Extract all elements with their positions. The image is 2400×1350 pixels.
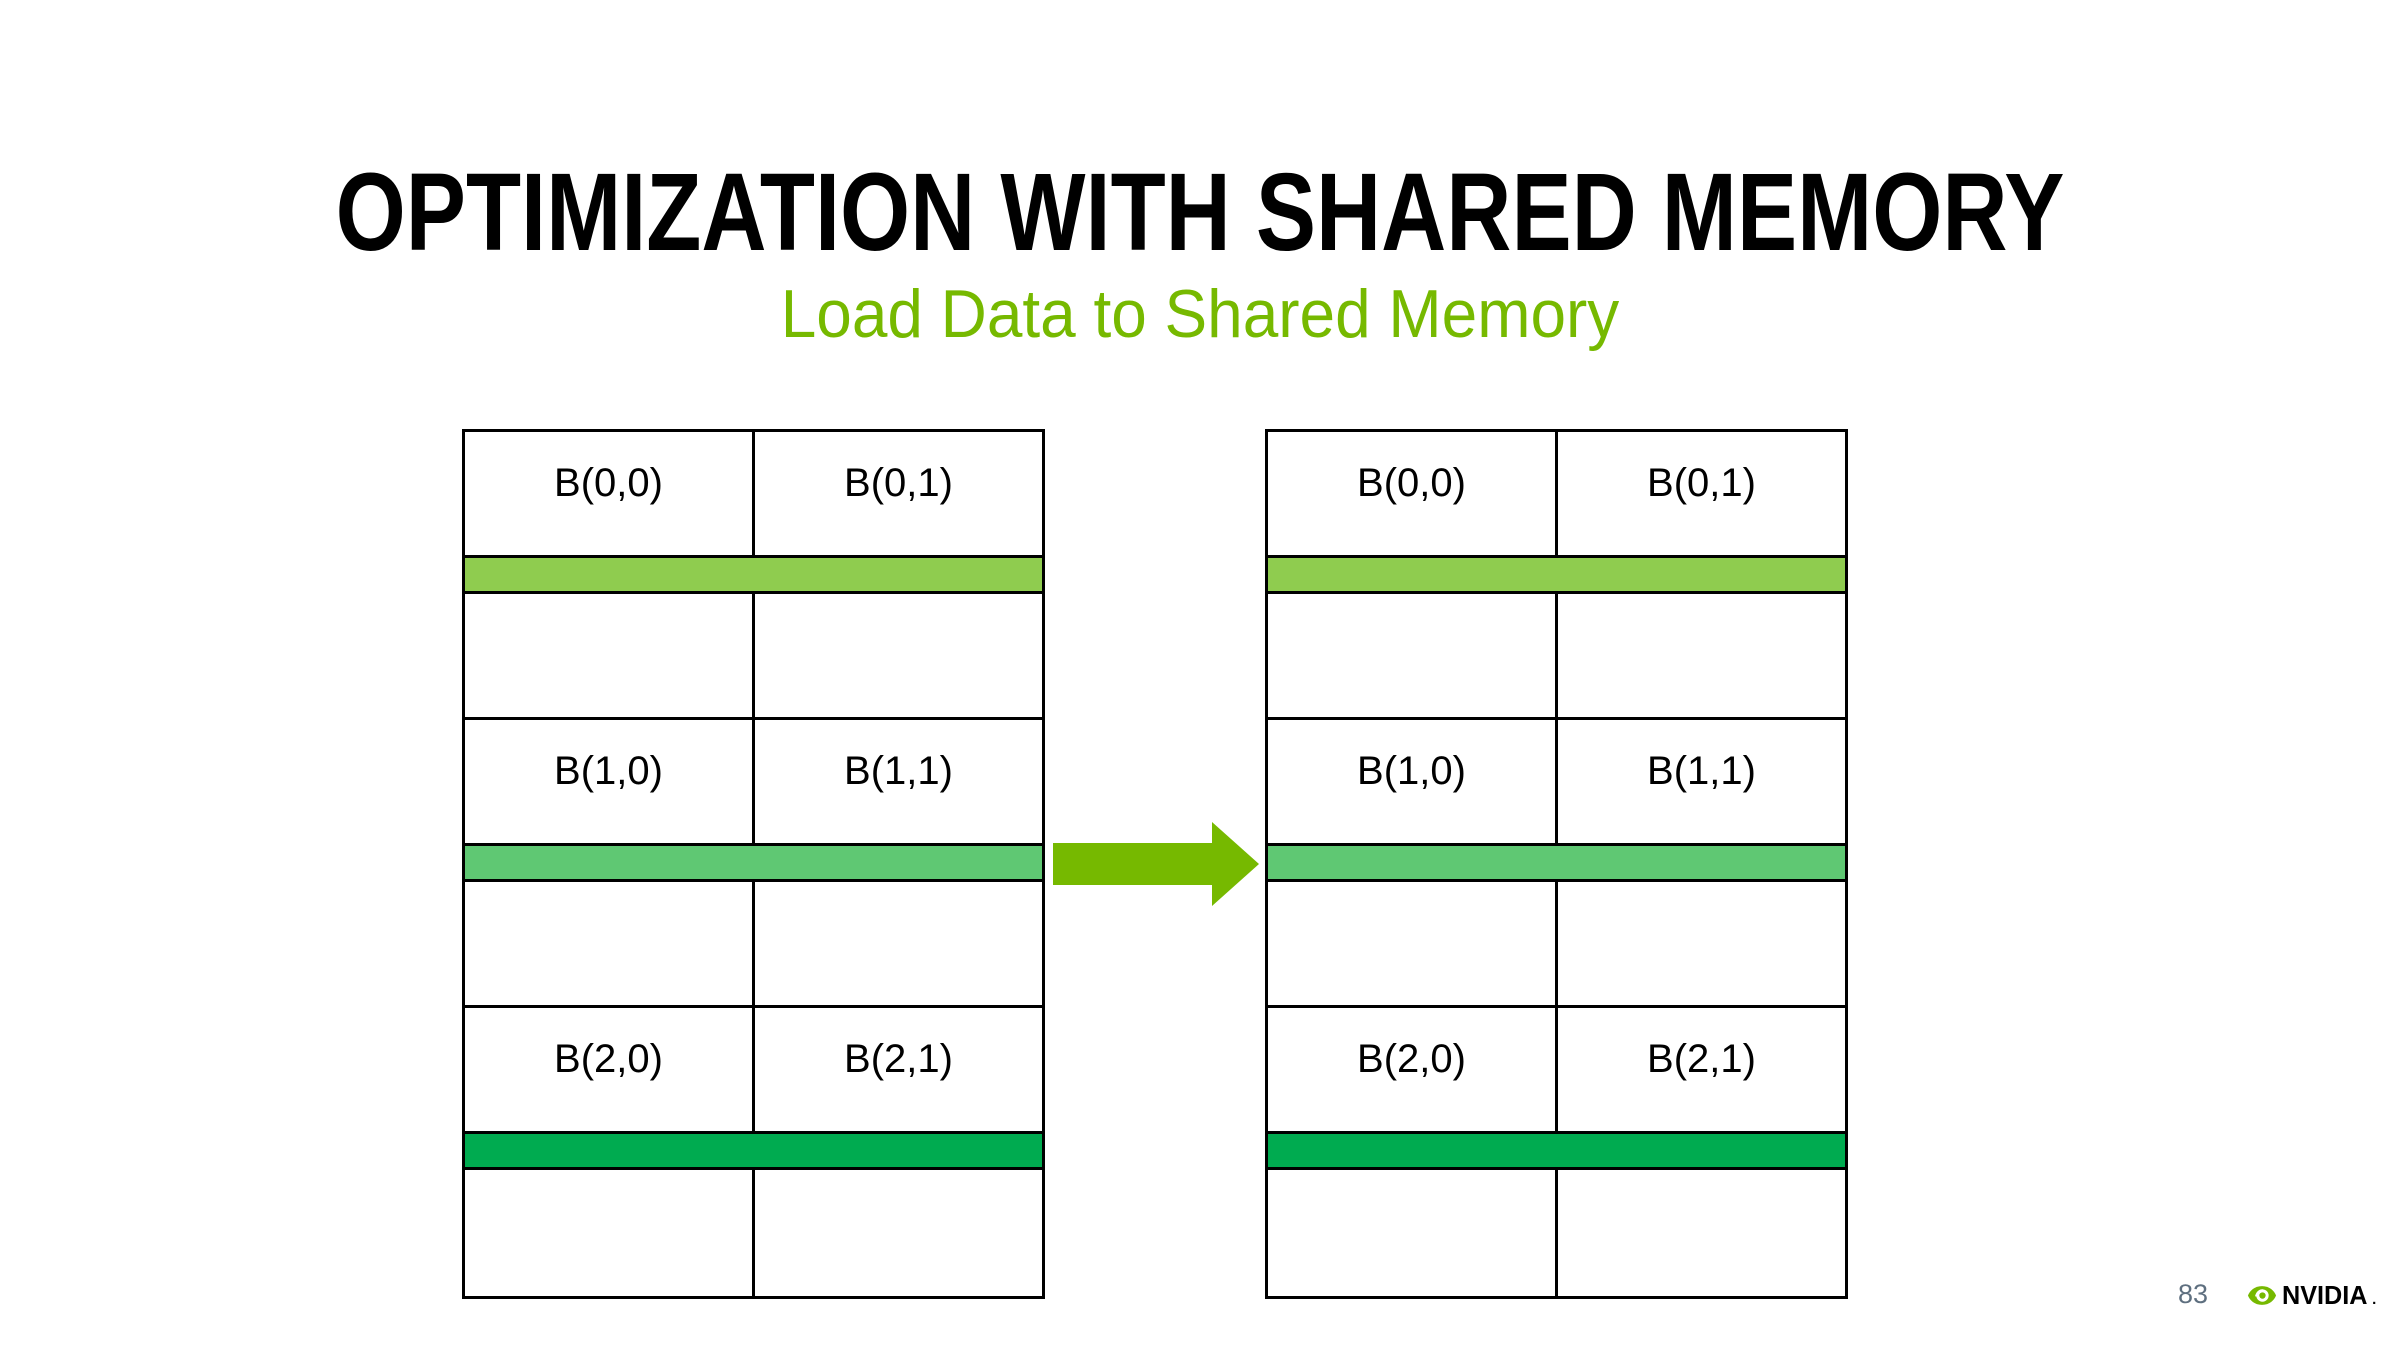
shared-memory-bar-3: [1268, 1134, 1845, 1170]
table-row: B(0,0) B(0,1): [1268, 432, 1845, 558]
table-row: [465, 594, 1042, 720]
slide-subtitle: Load Data to Shared Memory: [780, 276, 1620, 352]
table-row: [465, 1170, 1042, 1296]
shared-memory-bar-2: [465, 846, 1042, 882]
memory-grid-left: B(0,0) B(0,1) B(1,0) B(1,1) B(2,0) B(2,1…: [462, 429, 1045, 1299]
table-cell-b2-1: B(2,1): [844, 1037, 953, 1081]
nvidia-wordmark: NVIDIA: [2282, 1280, 2368, 1310]
table-cell-empty: [1268, 1170, 1558, 1296]
table-row: B(1,0) B(1,1): [1268, 720, 1845, 846]
table-row: B(2,0) B(2,1): [465, 1008, 1042, 1134]
table-cell-empty: [465, 1170, 755, 1296]
table-cell-b0-1: B(0,1): [844, 461, 953, 505]
memory-grid-right: B(0,0) B(0,1) B(1,0) B(1,1) B(2,0) B(2,1…: [1265, 429, 1848, 1299]
table-cell-empty: [1558, 594, 1845, 717]
shared-memory-bar-1: [465, 558, 1042, 594]
table-row: [465, 882, 1042, 1008]
table-cell-empty: [755, 594, 1042, 717]
table-row: B(0,0) B(0,1): [465, 432, 1042, 558]
table-cell-b1-0: B(1,0): [1268, 720, 1558, 843]
page-title: OPTIMIZATION WITH SHARED MEMORY: [335, 151, 2065, 274]
table-cell-b1-1: B(1,1): [844, 749, 953, 793]
table-cell-b2-0: B(2,0): [1268, 1008, 1558, 1131]
table-row: [1268, 594, 1845, 720]
table-row: [1268, 882, 1845, 1008]
table-cell-b1-0: B(1,0): [465, 720, 755, 843]
table-cell-b0-0: B(0,0): [465, 432, 755, 555]
table-cell-empty: [1558, 882, 1845, 1005]
table-cell-empty: [465, 594, 755, 717]
table-cell-empty: [755, 882, 1042, 1005]
table-cell-b2-0: B(2,0): [465, 1008, 755, 1131]
page-number: 83: [2178, 1279, 2209, 1309]
table-cell-b1-1: B(1,1): [1647, 749, 1756, 793]
shared-memory-bar-1: [1268, 558, 1845, 594]
table-cell-empty: [465, 882, 755, 1005]
table-cell-b0-1: B(0,1): [1647, 461, 1756, 505]
table-row: B(2,0) B(2,1): [1268, 1008, 1845, 1134]
table-row: [1268, 1170, 1845, 1296]
table-cell-b2-1: B(2,1): [1647, 1037, 1756, 1081]
trademark-dot: .: [2372, 1291, 2377, 1308]
nvidia-logo: NVIDIA .: [2247, 1280, 2376, 1310]
nvidia-eye-icon: [2247, 1285, 2277, 1305]
table-cell-empty: [1558, 1170, 1845, 1296]
table-row: B(1,0) B(1,1): [465, 720, 1042, 846]
right-arrow-icon: [1053, 822, 1259, 906]
table-cell-empty: [755, 1170, 1042, 1296]
shared-memory-bar-2: [1268, 846, 1845, 882]
shared-memory-bar-3: [465, 1134, 1042, 1170]
table-cell-empty: [1268, 594, 1558, 717]
table-cell-empty: [1268, 882, 1558, 1005]
table-cell-b0-0: B(0,0): [1268, 432, 1558, 555]
